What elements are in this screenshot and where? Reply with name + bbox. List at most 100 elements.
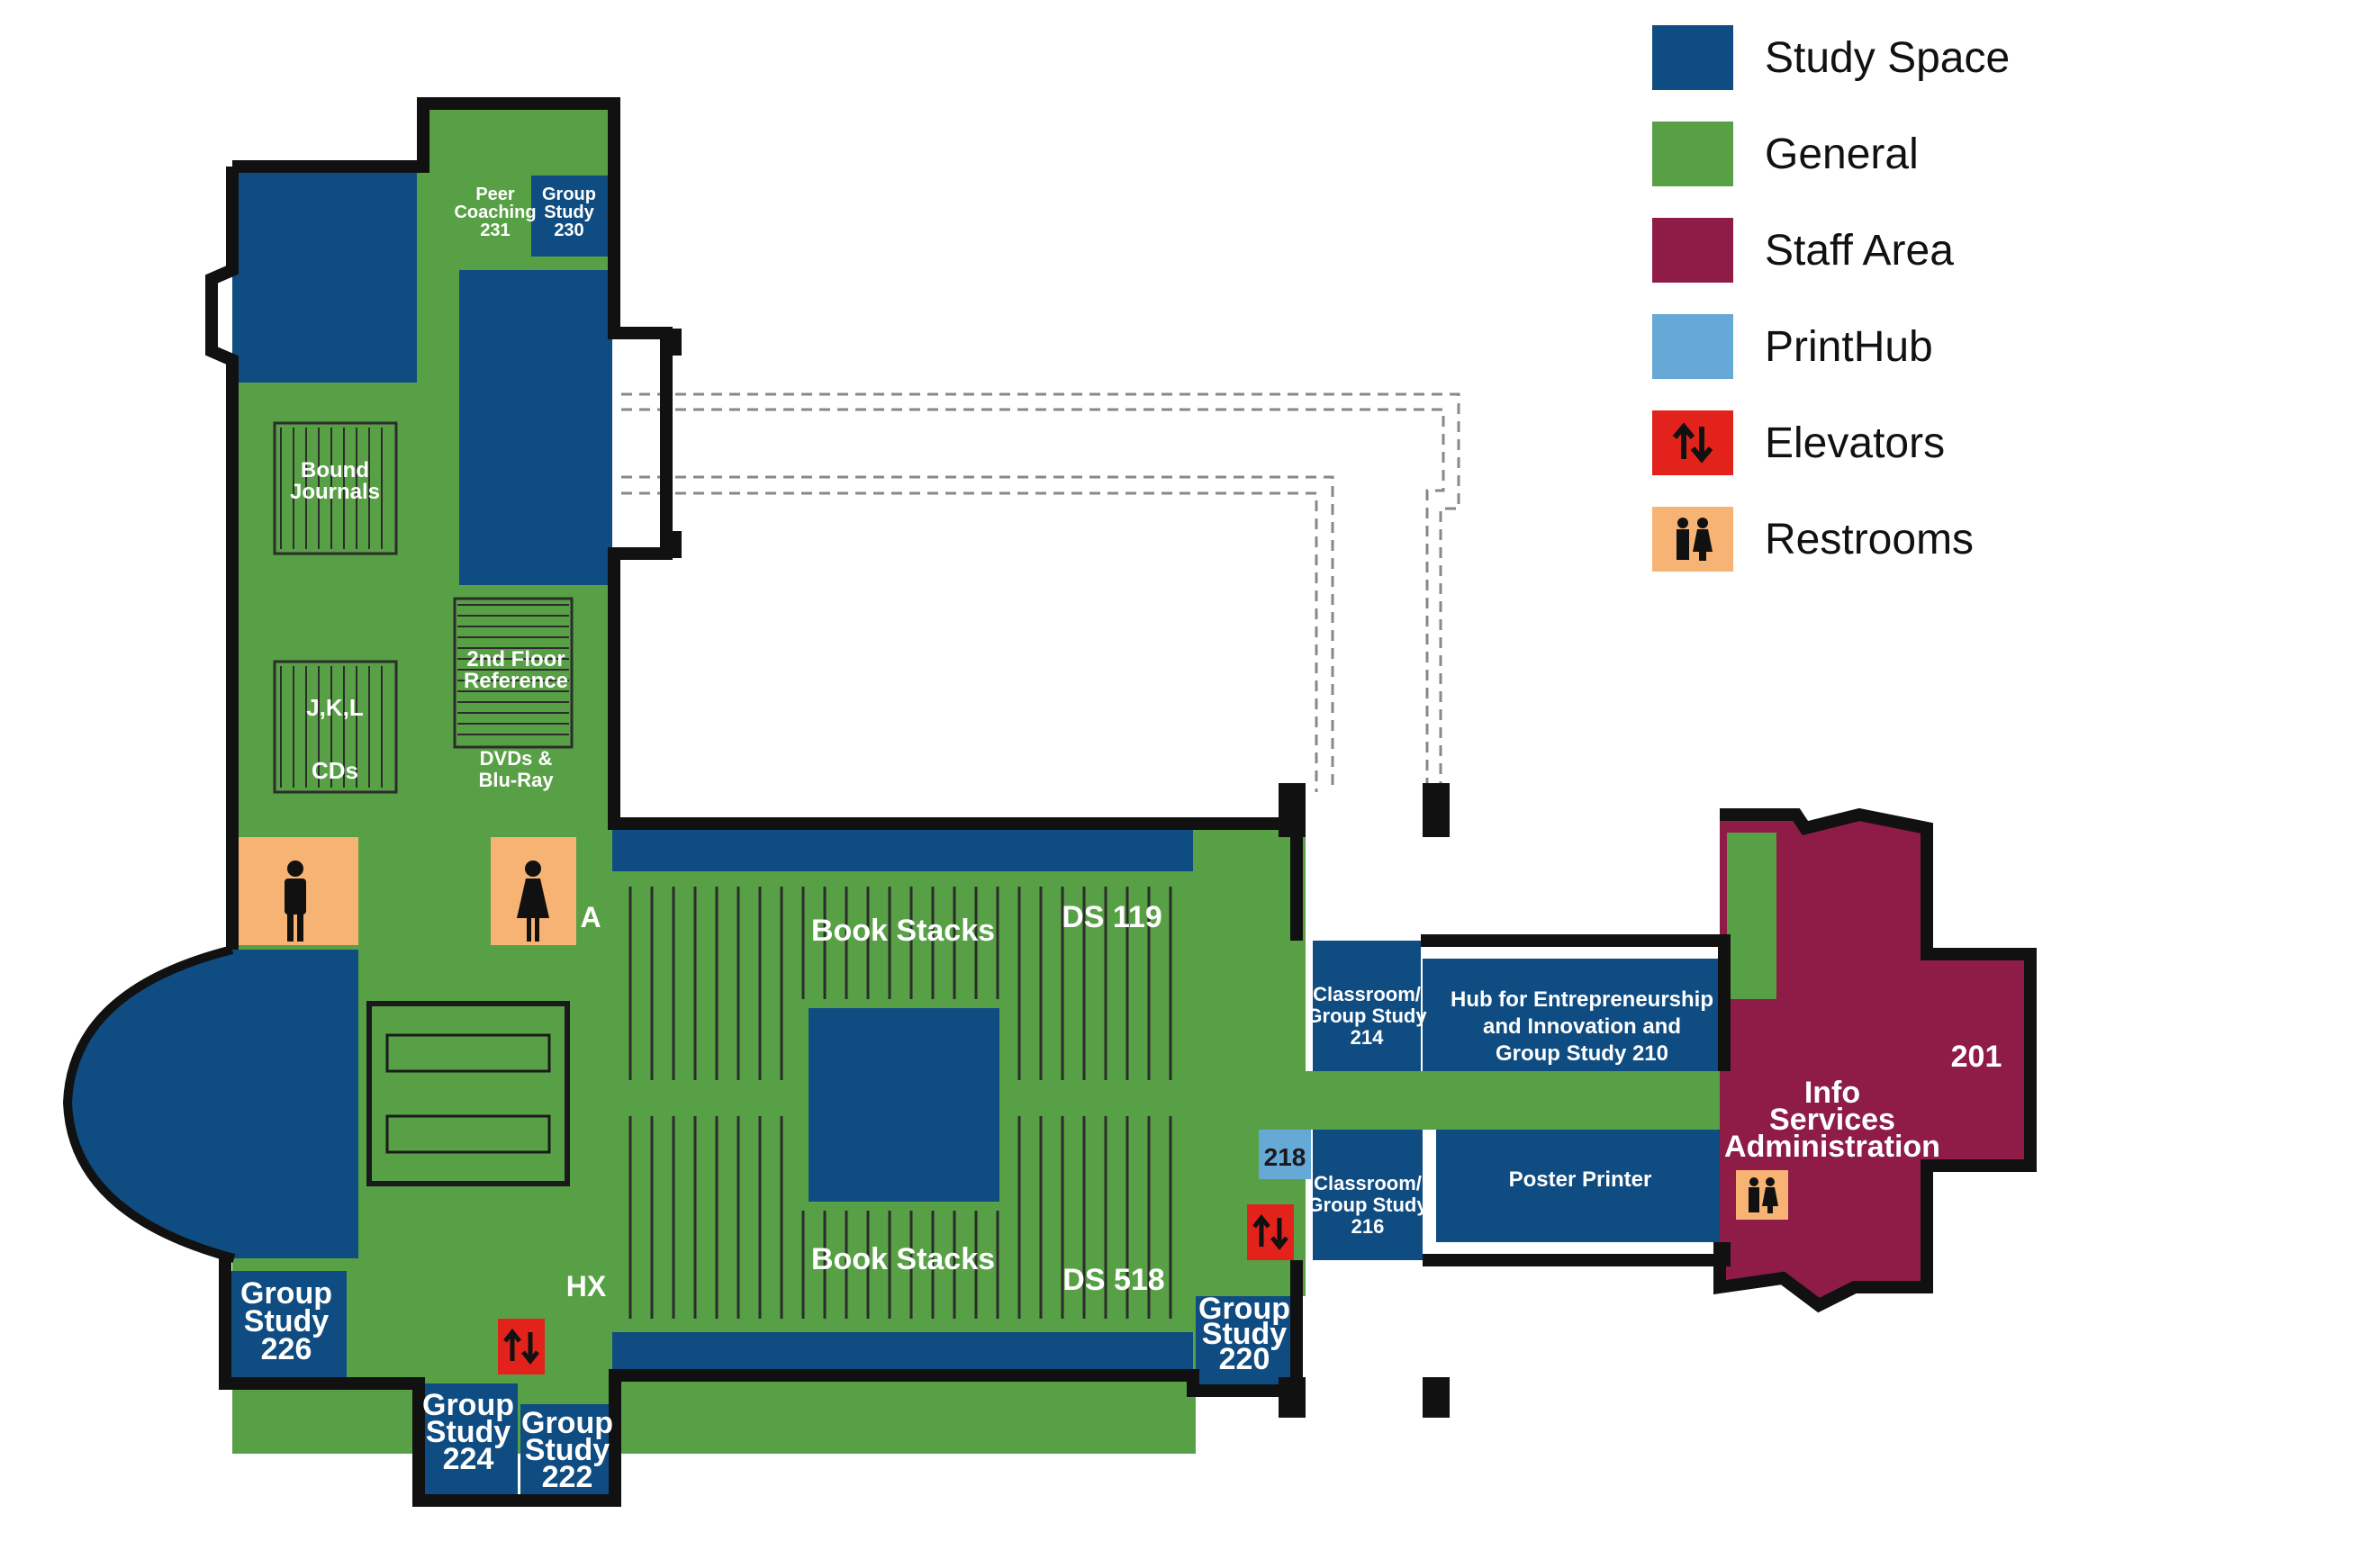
study-area-central[interactable] <box>809 1008 999 1202</box>
label-line: Blu-Ray <box>478 769 554 791</box>
label-line: Peer <box>475 185 515 204</box>
restroom-people-icon <box>1677 518 1713 561</box>
label-line: Group <box>1198 1292 1290 1326</box>
label-line: 201 <box>1951 1040 2002 1074</box>
label-line: Services <box>1769 1103 1895 1137</box>
label-line: Study <box>244 1304 330 1338</box>
hub-210[interactable] <box>1423 959 1724 1071</box>
label-line: Group <box>240 1276 332 1311</box>
central-block <box>68 428 1293 1500</box>
label-line: Group <box>521 1406 613 1440</box>
label-line: Poster Printer <box>1509 1167 1652 1192</box>
classroom-216[interactable] <box>1313 1130 1423 1260</box>
label-line: Study <box>525 1433 610 1467</box>
study-area-reference[interactable] <box>459 270 612 585</box>
label-line: Bound <box>301 458 369 482</box>
elevator-hx-icon <box>503 1328 539 1365</box>
elevator-arrows-icon <box>1672 422 1713 464</box>
legend-label: General <box>1765 131 1919 178</box>
legend-label: Staff Area <box>1765 227 1954 275</box>
printhub-218[interactable] <box>1259 1130 1311 1179</box>
label-book-stacks-top: Book Stacks <box>811 914 995 948</box>
restroom-men-icon <box>285 861 306 942</box>
elevator-hx[interactable] <box>498 1319 545 1374</box>
study-area-rotunda[interactable] <box>68 950 358 1258</box>
legend-swatch-restroom <box>1652 507 1733 572</box>
restroom-staff[interactable] <box>1736 1170 1788 1220</box>
group-study-224[interactable] <box>419 1383 518 1500</box>
restroom-staff-icon <box>1749 1177 1778 1213</box>
elevator-east[interactable] <box>1247 1204 1294 1260</box>
peer-coaching-231[interactable] <box>459 176 531 257</box>
label-line: Reference <box>464 669 568 693</box>
label-line: DVDs & <box>480 747 553 770</box>
label-hx: HX <box>566 1270 607 1302</box>
east-corridor <box>1193 828 1769 1296</box>
label-line: Classroom/ <box>1314 1172 1422 1194</box>
label-line: Classroom/ <box>1313 983 1421 1005</box>
label-line: Book Stacks <box>811 914 995 948</box>
stair-tower-north <box>428 104 612 171</box>
label-line: Info <box>1804 1076 1860 1110</box>
label-line: Journals <box>290 480 380 504</box>
corridor-general <box>1256 1071 1769 1130</box>
label-line: and Innovation and <box>1483 1014 1681 1039</box>
label-line: 216 <box>1351 1215 1385 1238</box>
label-line: 2nd Floor <box>466 647 565 671</box>
study-band-south[interactable] <box>612 1332 1193 1375</box>
legend-swatch-study-space <box>1652 25 1733 90</box>
legend-label: Restrooms <box>1765 516 1974 563</box>
poster-printer-room[interactable] <box>1436 1130 1724 1242</box>
label-a-label: A <box>580 901 601 933</box>
group-study-226[interactable] <box>225 1271 347 1383</box>
label-line: 231 <box>480 221 510 240</box>
staff-wing <box>1720 815 2030 1305</box>
label-line: Study <box>544 203 594 222</box>
legend-swatch-elevator <box>1652 410 1733 475</box>
classroom-214[interactable] <box>1313 941 1421 1071</box>
info-services-administration[interactable] <box>1720 815 2030 1305</box>
label-line: Group <box>542 185 596 204</box>
label-line: Administration <box>1724 1130 1940 1164</box>
group-study-222[interactable] <box>520 1404 615 1500</box>
group-study-230[interactable] <box>531 176 608 257</box>
book-stack-shelves <box>280 428 1172 1319</box>
label-line: DS 518 <box>1062 1263 1164 1297</box>
label-line: 218 <box>1264 1143 1306 1171</box>
label-jkl: J,K,L <box>306 694 364 721</box>
label-line: Hub for Entrepreneurship <box>1451 987 1713 1012</box>
label-poster-printer: Poster Printer <box>1509 1167 1652 1192</box>
study-band-north[interactable] <box>612 828 1193 871</box>
label-line: Group Study <box>1307 1194 1428 1216</box>
label-line: 220 <box>1219 1342 1270 1376</box>
label-ds518: DS 518 <box>1062 1263 1164 1297</box>
elevator-east-icon <box>1252 1213 1288 1251</box>
north-wing <box>232 104 612 824</box>
label-line: Group Study <box>1306 1005 1427 1027</box>
label-line: CDs <box>312 757 358 784</box>
walls <box>62 97 2037 1507</box>
legend-swatch-general <box>1652 122 1733 186</box>
label-line: A <box>580 901 601 933</box>
staff-stair <box>1727 833 1776 999</box>
group-study-220[interactable] <box>1196 1296 1293 1391</box>
label-book-stacks-bottom: Book Stacks <box>811 1242 995 1276</box>
label-room-201: 201 <box>1951 1040 2002 1074</box>
study-area-northwest[interactable] <box>232 167 417 383</box>
legend-swatch-staff-area <box>1652 218 1733 283</box>
label-printhub-218: 218 <box>1264 1143 1306 1171</box>
label-line: Study <box>426 1415 511 1449</box>
label-line: 222 <box>542 1460 593 1494</box>
label-line: Coaching <box>454 203 536 222</box>
label-line: HX <box>566 1270 607 1302</box>
